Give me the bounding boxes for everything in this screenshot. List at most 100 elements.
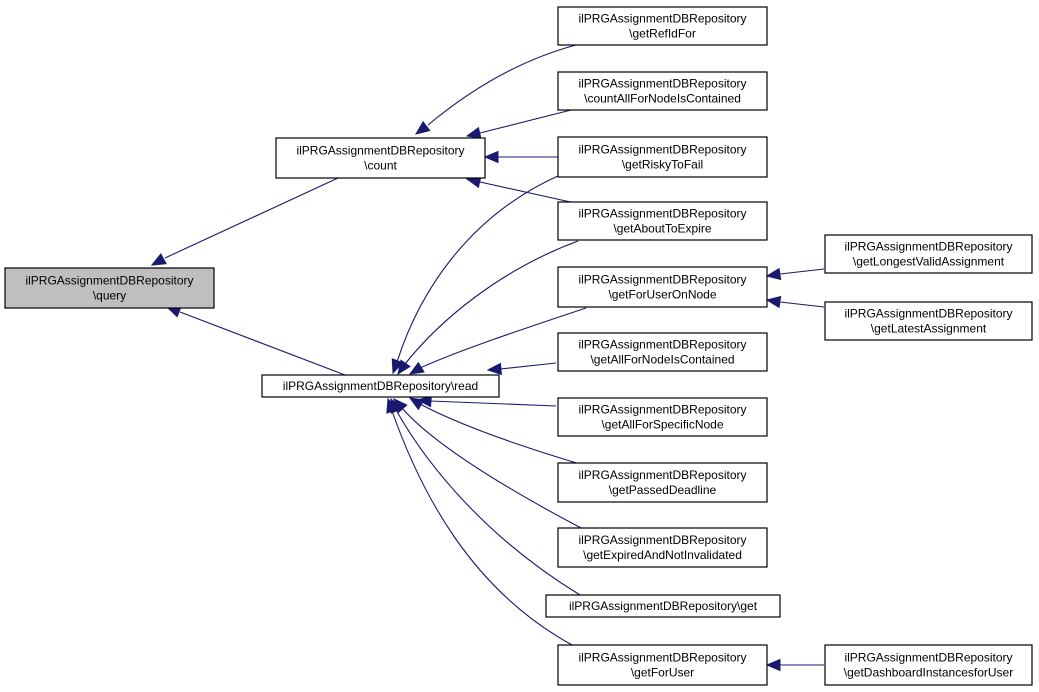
arrowhead-icon — [414, 120, 431, 135]
node-method-label: \getForUserOnNode — [608, 288, 716, 302]
node-method-label: \getAllForNodeIsContained — [590, 353, 734, 367]
node-countAllForNodeIsContained[interactable]: ilPRGAssignmentDBRepository\countAllForN… — [557, 71, 768, 111]
node-getLongestValidAssignment[interactable]: ilPRGAssignmentDBRepository\getLongestVa… — [824, 234, 1033, 274]
arrowhead-icon — [408, 397, 425, 411]
node-getPassedDeadline[interactable]: ilPRGAssignmentDBRepository\getPassedDea… — [557, 462, 768, 503]
node-getDashboardInstancesforUser[interactable]: ilPRGAssignmentDBRepository\getDashboard… — [824, 644, 1033, 686]
node-method-label: \count — [364, 159, 397, 173]
arrowhead-icon — [483, 150, 499, 164]
node-query[interactable]: ilPRGAssignmentDBRepository\query — [4, 267, 215, 309]
edge-line — [395, 409, 581, 596]
node-box[interactable] — [261, 374, 500, 398]
node-box[interactable] — [557, 462, 768, 503]
node-box[interactable] — [557, 71, 768, 111]
node-getRiskyToFail[interactable]: ilPRGAssignmentDBRepository\getRiskyToFa… — [557, 136, 768, 178]
node-getForUser[interactable]: ilPRGAssignmentDBRepository\getForUser — [557, 644, 768, 686]
edge-line — [419, 403, 581, 465]
edge-getAboutToExpire-to-count — [465, 175, 576, 204]
node-class-label: ilPRGAssignmentDBRepository — [578, 12, 746, 26]
arrowhead-icon — [416, 394, 432, 408]
arrowhead-icon — [486, 362, 502, 376]
node-read[interactable]: ilPRGAssignmentDBRepository\read — [261, 374, 500, 398]
node-class-label: ilPRGAssignmentDBRepository — [578, 403, 746, 417]
node-method-label: \getPassedDeadline — [609, 483, 717, 497]
edge-line — [429, 400, 557, 407]
node-box[interactable] — [557, 201, 768, 241]
node-method-label: \getLatestAssignment — [871, 322, 987, 336]
node-get[interactable]: ilPRGAssignmentDBRepository\get — [545, 594, 781, 618]
node-box[interactable] — [557, 644, 768, 686]
node-class-label: ilPRGAssignmentDBRepository\read — [283, 379, 478, 393]
node-class-label: ilPRGAssignmentDBRepository — [578, 468, 746, 482]
edge-countAllForNodeIsContained-to-count — [465, 108, 576, 140]
edge-getRiskyToFail-to-read — [391, 174, 561, 375]
node-getAboutToExpire[interactable]: ilPRGAssignmentDBRepository\getAboutToEx… — [557, 201, 768, 241]
node-method-label: \getDashboardInstancesforUser — [844, 666, 1013, 680]
node-getLatestAssignment[interactable]: ilPRGAssignmentDBRepository\getLatestAss… — [824, 301, 1033, 341]
edge-count-to-query — [150, 177, 339, 266]
node-class-label: ilPRGAssignmentDBRepository — [578, 533, 746, 547]
edge-line — [427, 44, 577, 126]
node-box[interactable] — [557, 397, 768, 437]
node-class-label: ilPRGAssignmentDBRepository — [578, 143, 746, 157]
node-box[interactable] — [545, 594, 781, 618]
node-class-label: ilPRGAssignmentDBRepository — [844, 651, 1012, 665]
node-class-label: ilPRGAssignmentDBRepository — [578, 273, 746, 287]
node-box[interactable] — [557, 6, 768, 46]
node-class-label: ilPRGAssignmentDBRepository — [844, 240, 1012, 254]
edge-line — [779, 301, 825, 308]
node-getAllForSpecificNode[interactable]: ilPRGAssignmentDBRepository\getAllForSpe… — [557, 397, 768, 437]
node-class-label: ilPRGAssignmentDBRepository — [578, 207, 746, 221]
node-method-label: \getRefIdFor — [629, 27, 696, 41]
node-getAllForNodeIsContained[interactable]: ilPRGAssignmentDBRepository\getAllForNod… — [557, 332, 768, 372]
node-box[interactable] — [824, 644, 1033, 686]
node-method-label: \getAboutToExpire — [613, 222, 711, 236]
edge-line — [779, 268, 825, 275]
node-box[interactable] — [824, 234, 1033, 274]
arrowhead-icon — [386, 397, 399, 414]
arrowhead-icon — [465, 126, 482, 140]
node-method-label: \getRiskyToFail — [622, 158, 703, 172]
node-method-label: \getExpiredAndNotInvalidated — [583, 548, 742, 562]
node-method-label: \getAllForSpecificNode — [601, 418, 723, 432]
node-getExpiredAndNotInvalidated[interactable]: ilPRGAssignmentDBRepository\getExpiredAn… — [557, 527, 768, 568]
edge-line — [164, 177, 339, 259]
node-class-label: ilPRGAssignmentDBRepository\get — [569, 599, 758, 613]
node-box[interactable] — [557, 332, 768, 372]
node-class-label: ilPRGAssignmentDBRepository — [578, 338, 746, 352]
node-box[interactable] — [4, 267, 215, 309]
arrowhead-icon — [765, 295, 782, 309]
edge-getRiskyToFail-to-count — [483, 150, 558, 164]
node-box[interactable] — [557, 266, 768, 308]
node-class-label: ilPRGAssignmentDBRepository — [844, 307, 1012, 321]
edge-getDashboardInstancesforUser-to-getForUser — [765, 658, 824, 672]
arrowhead-icon — [765, 658, 781, 672]
edge-line — [419, 307, 587, 369]
edge-line — [401, 407, 584, 530]
edge-getForUserOnNode-to-read — [408, 307, 587, 375]
edge-getPassedDeadline-to-read — [408, 397, 581, 465]
node-method-label: \query — [93, 289, 126, 303]
node-box[interactable] — [557, 136, 768, 178]
edge-getExpiredAndNotInvalidated-to-read — [393, 398, 584, 530]
arrowhead-icon — [397, 359, 411, 376]
edge-getForUser-to-read — [386, 397, 575, 647]
edge-getAboutToExpire-to-read — [397, 240, 579, 376]
node-class-label: ilPRGAssignmentDBRepository — [578, 77, 746, 91]
node-getForUserOnNode[interactable]: ilPRGAssignmentDBRepository\getForUserOn… — [557, 266, 768, 308]
node-getRefIdFor[interactable]: ilPRGAssignmentDBRepository\getRefIdFor — [557, 6, 768, 46]
edge-get-to-read — [390, 397, 581, 596]
node-box[interactable] — [275, 137, 486, 179]
edge-getAllForNodeIsContained-to-read — [486, 362, 557, 376]
edge-line — [499, 362, 557, 370]
arrowhead-icon — [765, 267, 782, 281]
edge-line — [479, 108, 576, 134]
node-box[interactable] — [557, 527, 768, 568]
nodes-layer: ilPRGAssignmentDBRepository\queryilPRGAs… — [4, 6, 1033, 686]
node-count[interactable]: ilPRGAssignmentDBRepository\count — [275, 137, 486, 179]
node-method-label: \countAllForNodeIsContained — [584, 92, 741, 106]
node-box[interactable] — [824, 301, 1033, 341]
edge-line — [396, 174, 561, 363]
edge-line — [179, 311, 346, 376]
